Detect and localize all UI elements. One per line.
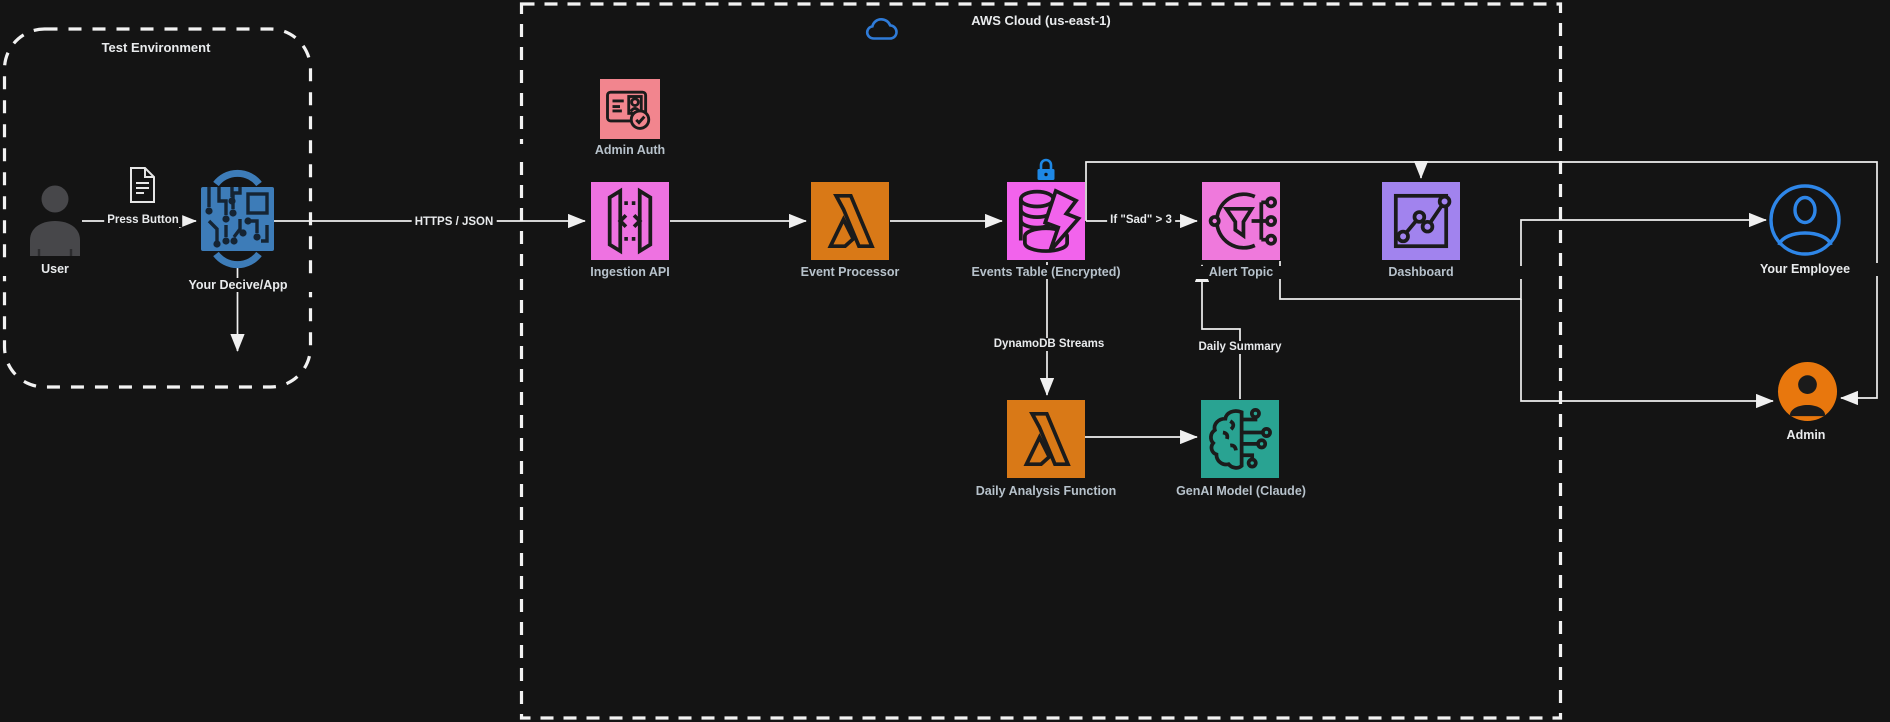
lock-icon — [1035, 157, 1057, 182]
user-node[interactable] — [25, 183, 85, 257]
genai-brain-icon — [1209, 408, 1272, 470]
user-silhouette-icon — [30, 185, 80, 256]
edge-label-daily-summary: Daily Summary — [1195, 341, 1285, 354]
person-circle-icon — [1769, 184, 1841, 256]
device-node[interactable] — [195, 163, 280, 271]
lambda-icon — [1023, 411, 1071, 467]
edge-label-https-json: HTTPS / JSON — [411, 216, 497, 229]
test-environment-title: Test Environment — [101, 40, 211, 55]
dynamodb-icon — [1018, 188, 1082, 253]
daily-analysis-node[interactable] — [1007, 400, 1085, 478]
api-gateway-icon — [607, 187, 653, 255]
edge-alert-to-employee[interactable] — [1279, 212, 1767, 300]
genai-model-node[interactable] — [1201, 400, 1279, 478]
aws-cloud-boundary[interactable] — [519, 2, 1563, 720]
dashboard-chart-icon — [1393, 193, 1452, 249]
id-card-check-icon — [606, 90, 651, 130]
dashboard-node[interactable] — [1382, 182, 1460, 260]
edge-label-press-button: Press Button — [104, 214, 182, 227]
your-employee-node[interactable] — [1768, 183, 1842, 257]
admin-auth-node[interactable] — [600, 79, 660, 139]
admin-person-icon — [1777, 361, 1838, 422]
aws-cloud-icon — [864, 14, 902, 43]
document-icon — [128, 166, 158, 204]
edge-label-if-sad: If "Sad" > 3 — [1107, 214, 1175, 227]
edge-alert-to-admin[interactable] — [1520, 299, 1774, 409]
sns-topic-icon — [1208, 192, 1277, 250]
event-processor-node[interactable] — [811, 182, 889, 260]
edge-table-top-loop[interactable] — [1085, 161, 1878, 406]
events-table-node[interactable] — [1007, 182, 1085, 260]
lambda-icon — [827, 193, 875, 249]
iot-device-icon — [201, 169, 274, 269]
test-environment-boundary[interactable] — [2, 27, 313, 389]
ingestion-api-node[interactable] — [591, 182, 669, 260]
admin-node[interactable] — [1777, 361, 1838, 422]
alert-topic-node[interactable] — [1202, 182, 1280, 260]
aws-cloud-title: AWS Cloud (us-east-1) — [971, 13, 1111, 28]
edge-daily-summary[interactable] — [1194, 264, 1241, 399]
edge-label-dynamodb-streams: DynamoDB Streams — [990, 338, 1108, 351]
